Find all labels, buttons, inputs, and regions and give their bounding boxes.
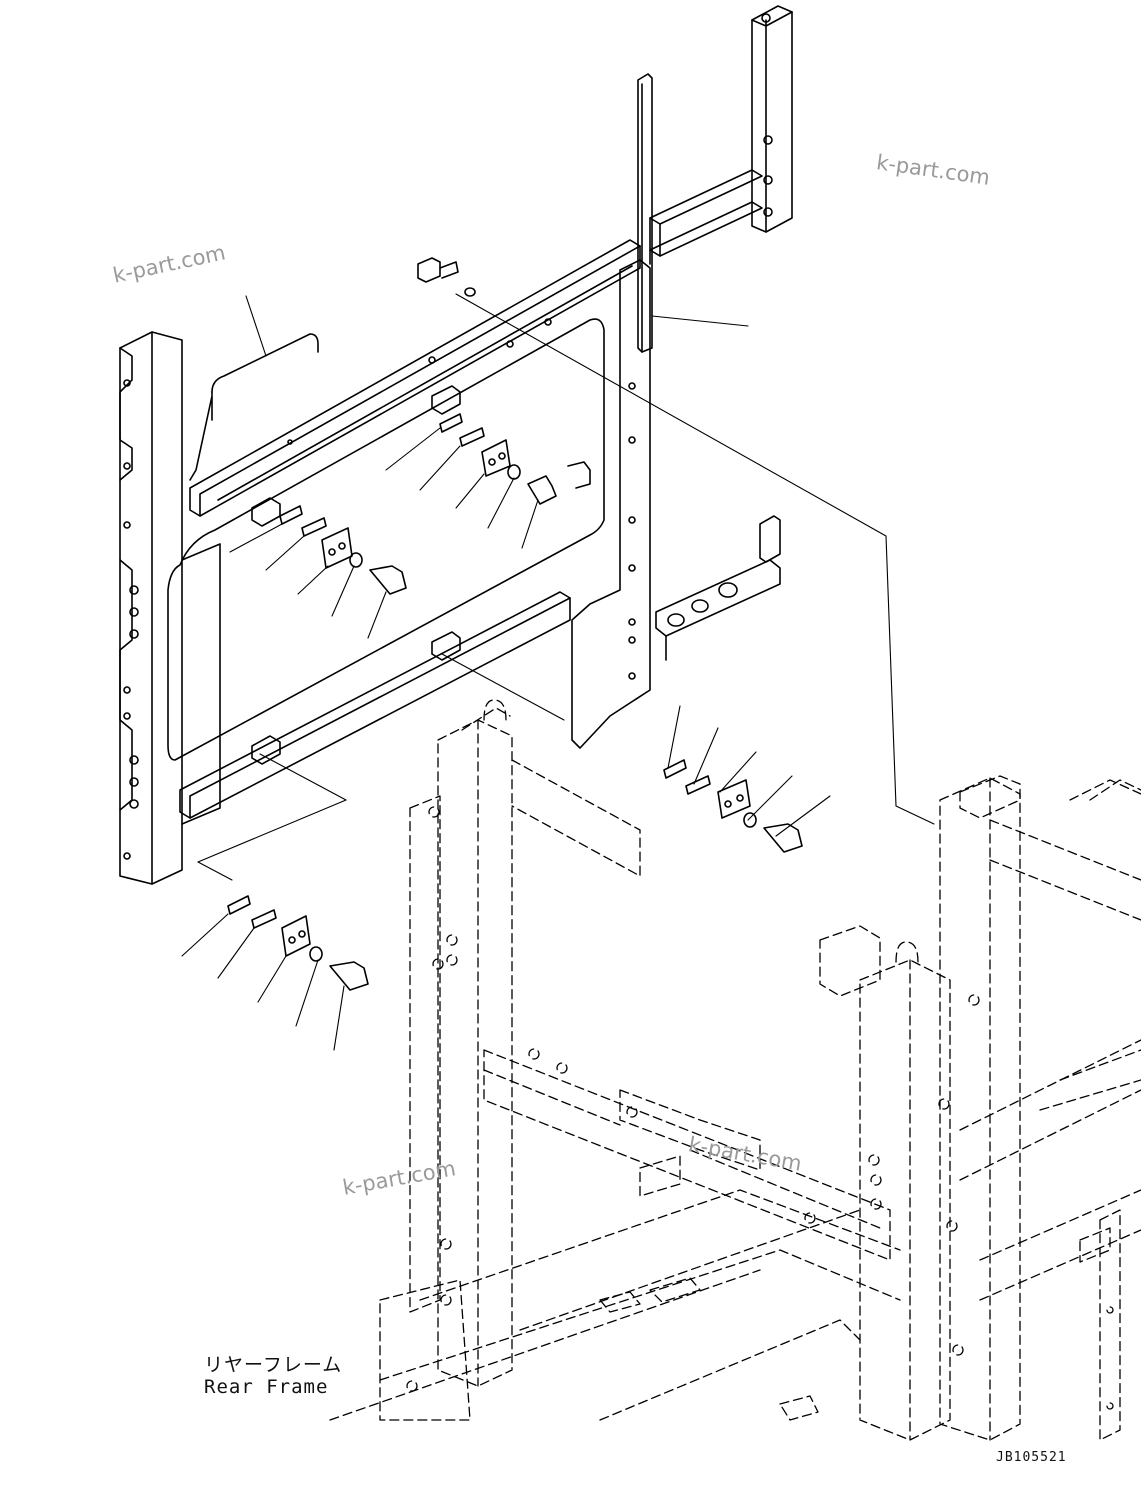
lower-cross-channel (655, 515, 781, 661)
fastener-group-b (279, 505, 407, 595)
handle-rod (189, 333, 319, 481)
fastener-group-a (439, 413, 591, 505)
part-label-english: Rear Frame (204, 1376, 329, 1398)
rear-frame-dashed (329, 699, 1141, 1441)
fastener-group-d (227, 895, 369, 991)
leader-lines (181, 293, 935, 1051)
upper-cross-channel (649, 169, 763, 265)
upper-vertical-bracket (751, 5, 793, 233)
top-bolt (417, 257, 476, 297)
vertical-post (637, 73, 653, 353)
part-label-japanese: リヤーフレーム (204, 1354, 343, 1376)
main-frame (119, 239, 651, 885)
drawing-code: JB105521 (996, 1450, 1067, 1465)
fastener-group-c (663, 759, 803, 853)
